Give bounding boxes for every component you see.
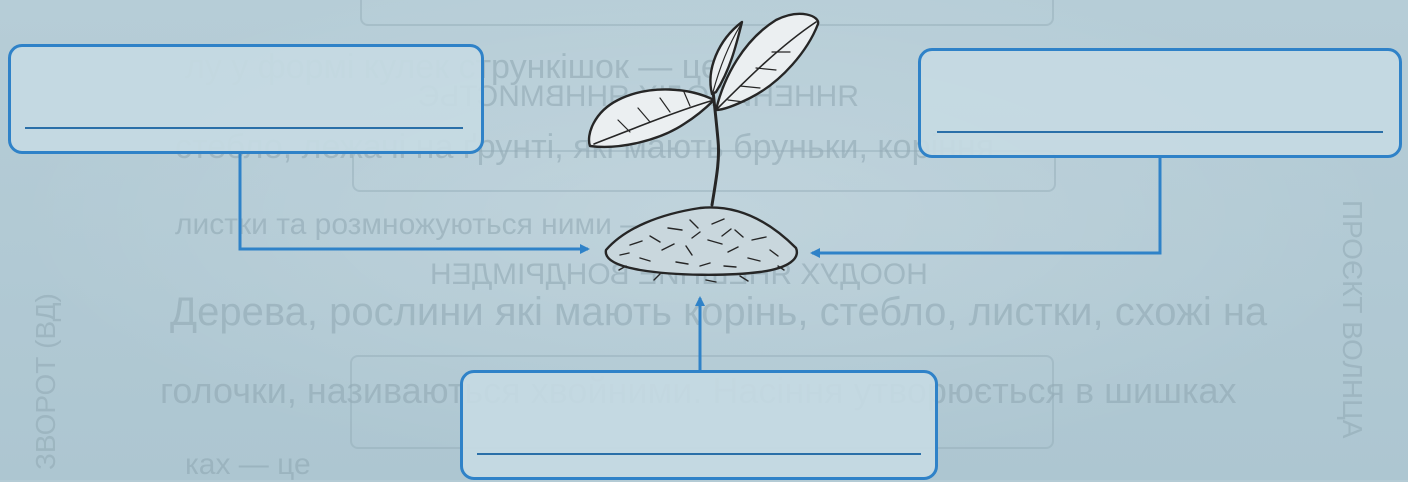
- answer-line-left[interactable]: [25, 127, 463, 129]
- bg-ghost-box: [360, 0, 1054, 26]
- answer-line-right[interactable]: [937, 131, 1383, 133]
- bg-text-line-8: ках — це: [185, 448, 311, 481]
- answer-box-bottom[interactable]: [460, 370, 938, 480]
- seedling-illustration: [587, 12, 820, 283]
- bg-text-line-4: листки та розмножуються ними — це: [175, 208, 693, 241]
- bg-ghost-box: [352, 150, 1056, 192]
- answer-line-bottom[interactable]: [477, 453, 921, 455]
- answer-box-right[interactable]: [918, 48, 1402, 158]
- bg-text-line-6: Дерева, рослини які мають корінь, стебло…: [170, 290, 1268, 334]
- connector-arrow-left: [238, 154, 590, 254]
- connector-arrow-right: [810, 158, 1162, 258]
- answer-box-left[interactable]: [8, 44, 484, 154]
